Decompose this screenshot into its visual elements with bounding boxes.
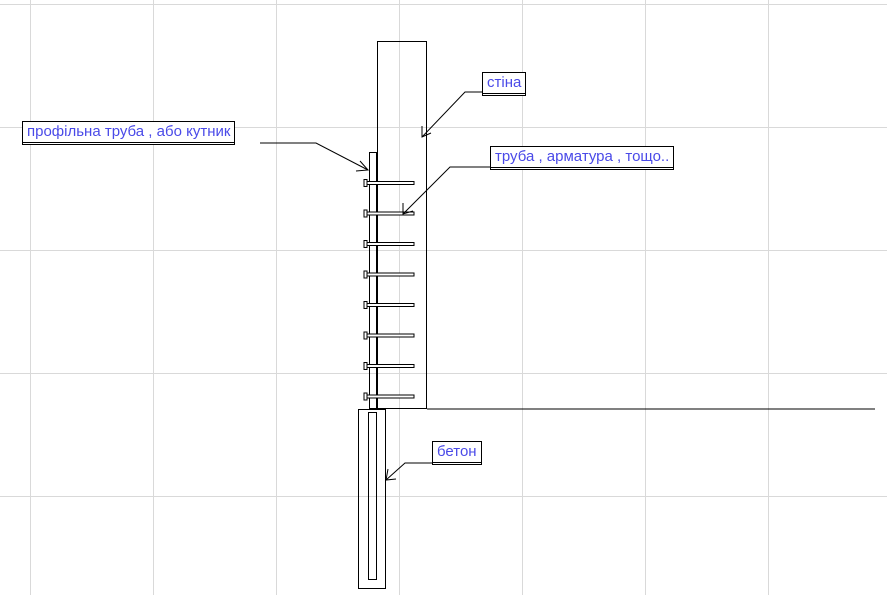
arrow-rebar bbox=[402, 203, 414, 215]
wall bbox=[377, 41, 427, 409]
rebar-rod bbox=[363, 270, 415, 279]
rebar-rod bbox=[363, 179, 415, 187]
rod-shaft bbox=[366, 242, 415, 246]
label-wall: стіна bbox=[482, 72, 527, 94]
rebar-rod bbox=[363, 331, 415, 340]
arrow-profile bbox=[355, 160, 370, 172]
rebar-rod bbox=[363, 240, 415, 248]
label-rebar: труба , арматура , тощо.. bbox=[490, 146, 675, 168]
rod-shaft bbox=[366, 394, 415, 399]
rod-head bbox=[363, 209, 368, 218]
rod-head bbox=[363, 240, 368, 248]
rod-head bbox=[363, 270, 368, 279]
rod-head bbox=[363, 179, 368, 187]
rebar-rod bbox=[363, 392, 415, 401]
leader-lines bbox=[260, 91, 491, 481]
rebar-rod bbox=[363, 209, 415, 218]
rod-head bbox=[363, 331, 368, 340]
rod-shaft bbox=[366, 181, 415, 185]
rod-head bbox=[363, 301, 368, 309]
arrow-wall bbox=[421, 126, 432, 138]
leader-wall bbox=[421, 91, 483, 138]
rebar-rod bbox=[363, 362, 415, 370]
rebar-rod bbox=[363, 301, 415, 309]
label-wall-text: стіна bbox=[487, 74, 522, 91]
rod-shaft bbox=[366, 364, 415, 368]
concrete-foundation bbox=[358, 409, 386, 589]
profile-pipe bbox=[369, 152, 377, 409]
rod-shaft bbox=[366, 303, 415, 307]
arrow-concrete bbox=[385, 468, 397, 481]
leader-concrete bbox=[385, 462, 433, 481]
concrete-inner-post bbox=[368, 412, 377, 580]
rebar-rods bbox=[363, 179, 415, 401]
label-concrete: бетон bbox=[432, 441, 482, 463]
rod-head bbox=[363, 392, 368, 401]
label-rebar-text: труба , арматура , тощо.. bbox=[495, 148, 670, 165]
rod-head bbox=[363, 362, 368, 370]
leader-profile bbox=[260, 142, 369, 171]
label-profile-pipe-text: профільна труба , або кутник bbox=[27, 123, 231, 140]
rod-shaft bbox=[366, 272, 415, 277]
label-concrete-text: бетон bbox=[437, 443, 477, 460]
leader-rebar bbox=[402, 166, 491, 215]
rod-shaft bbox=[366, 333, 415, 338]
label-profile-pipe: профільна труба , або кутник bbox=[22, 121, 236, 143]
